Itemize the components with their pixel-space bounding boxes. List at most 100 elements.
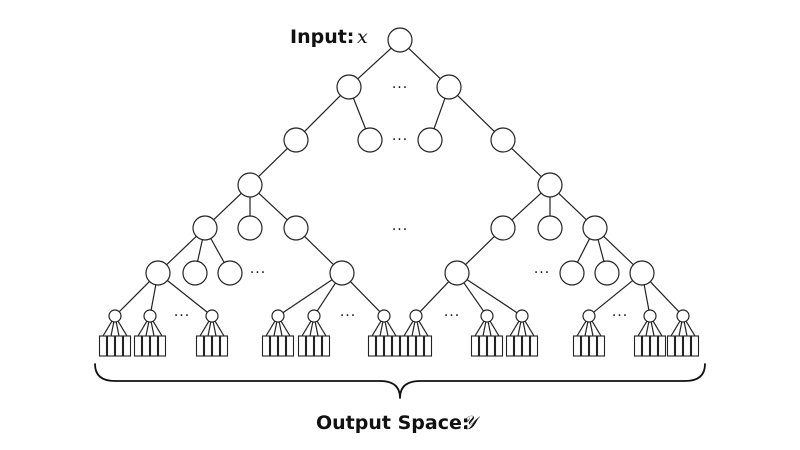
- output-leaf: [375, 335, 385, 357]
- tree-nodes: [108, 27, 690, 323]
- output-leaves: [98, 335, 700, 357]
- output-leaf: [321, 335, 331, 357]
- tree-edge: [466, 279, 518, 314]
- output-leaf: [383, 335, 393, 357]
- tree-node: [629, 260, 655, 286]
- leaf-edge: [214, 320, 225, 337]
- output-leaf: [505, 335, 515, 357]
- leaf-edge: [637, 320, 648, 337]
- tree-node: [490, 127, 516, 153]
- input-symbol: x: [357, 26, 368, 48]
- leaf-edge: [314, 321, 319, 337]
- tree-edge: [210, 238, 225, 263]
- tree-edge: [118, 281, 150, 313]
- output-leaf: [641, 335, 651, 357]
- tree-edge: [167, 280, 208, 313]
- output-leaf: [391, 335, 401, 357]
- output-leaf: [529, 335, 539, 357]
- output-leaf: [277, 335, 287, 357]
- tree-edge: [357, 47, 392, 80]
- output-leaf: [367, 335, 377, 357]
- tree-node: [377, 309, 391, 323]
- tree-node: [182, 260, 208, 286]
- tree-edge: [558, 192, 587, 221]
- leaf-edge: [371, 320, 382, 337]
- leaf-edge: [576, 320, 587, 337]
- tree-node: [108, 309, 122, 323]
- tree-node: [643, 309, 657, 323]
- output-leaf: [513, 335, 523, 357]
- leaf-edge: [685, 320, 696, 337]
- tree-node: [417, 127, 443, 153]
- tree-node: [217, 260, 243, 286]
- leaf-edge: [102, 320, 113, 337]
- ellipses: ···························: [174, 80, 627, 324]
- leaf-edge: [301, 320, 312, 337]
- tree-node: [336, 74, 362, 100]
- tree-node: [283, 215, 309, 241]
- ellipsis-dots: ···: [444, 308, 460, 324]
- leaf-edge: [379, 321, 384, 337]
- tree-node: [329, 260, 355, 286]
- tree-edge: [643, 284, 650, 311]
- output-leaf: [269, 335, 279, 357]
- output-leaf: [133, 335, 143, 357]
- output-leaf: [657, 335, 667, 357]
- tree-node: [594, 260, 620, 286]
- output-brace: [94, 363, 706, 399]
- tree-edge: [433, 98, 446, 129]
- leaf-edge: [411, 321, 416, 337]
- leaf-edge: [678, 321, 683, 337]
- leaf-edge: [152, 320, 163, 337]
- ellipsis-dots: ···: [250, 265, 266, 281]
- leaf-edge: [384, 321, 389, 337]
- output-leaf: [219, 335, 229, 357]
- tree-edge: [258, 192, 288, 221]
- tree-edge: [593, 280, 634, 313]
- output-leaf: [494, 335, 504, 357]
- tree-edge: [304, 235, 334, 266]
- leaf-edge: [145, 321, 150, 337]
- leaf-edge: [150, 321, 155, 337]
- ellipsis-dots: ···: [340, 308, 356, 324]
- output-leaf: [596, 335, 606, 357]
- tree-edge: [603, 235, 634, 266]
- tree-edge: [150, 284, 157, 311]
- output-leaf: [98, 335, 108, 357]
- output-leaf: [305, 335, 315, 357]
- tree-node: [271, 309, 285, 323]
- ellipsis-dots: ···: [392, 80, 408, 96]
- leaf-edge: [418, 320, 429, 337]
- tree-edge: [197, 239, 203, 262]
- tree-edge: [408, 47, 441, 80]
- output-leaf: [470, 335, 480, 357]
- leaf-edge: [589, 321, 594, 337]
- ellipsis-dots: ···: [534, 265, 550, 281]
- leaf-edge: [403, 320, 414, 337]
- leaf-edge: [207, 321, 212, 337]
- tree-node: [537, 172, 563, 198]
- tree-node: [409, 309, 423, 323]
- tree-node: [676, 309, 690, 323]
- output-leaf: [666, 335, 676, 357]
- output-leaf: [203, 335, 213, 357]
- output-leaf: [157, 335, 167, 357]
- leaf-edge: [280, 320, 291, 337]
- tree-node: [537, 215, 563, 241]
- output-leaf: [633, 335, 643, 357]
- tree-edge: [349, 281, 381, 313]
- leaf-edge: [670, 320, 681, 337]
- tree-edge: [352, 97, 367, 130]
- output-leaf: [141, 335, 151, 357]
- leaf-edge: [489, 320, 500, 337]
- tree-edge: [166, 235, 197, 266]
- leaf-edge: [386, 320, 397, 337]
- output-leaf: [114, 335, 124, 357]
- output-leaf: [478, 335, 488, 357]
- tree-node: [480, 309, 494, 323]
- output-leaf: [521, 335, 531, 357]
- tree-node: [444, 260, 470, 286]
- tree-node: [582, 309, 596, 323]
- output-leaf: [399, 335, 409, 357]
- output-leaf: [106, 335, 116, 357]
